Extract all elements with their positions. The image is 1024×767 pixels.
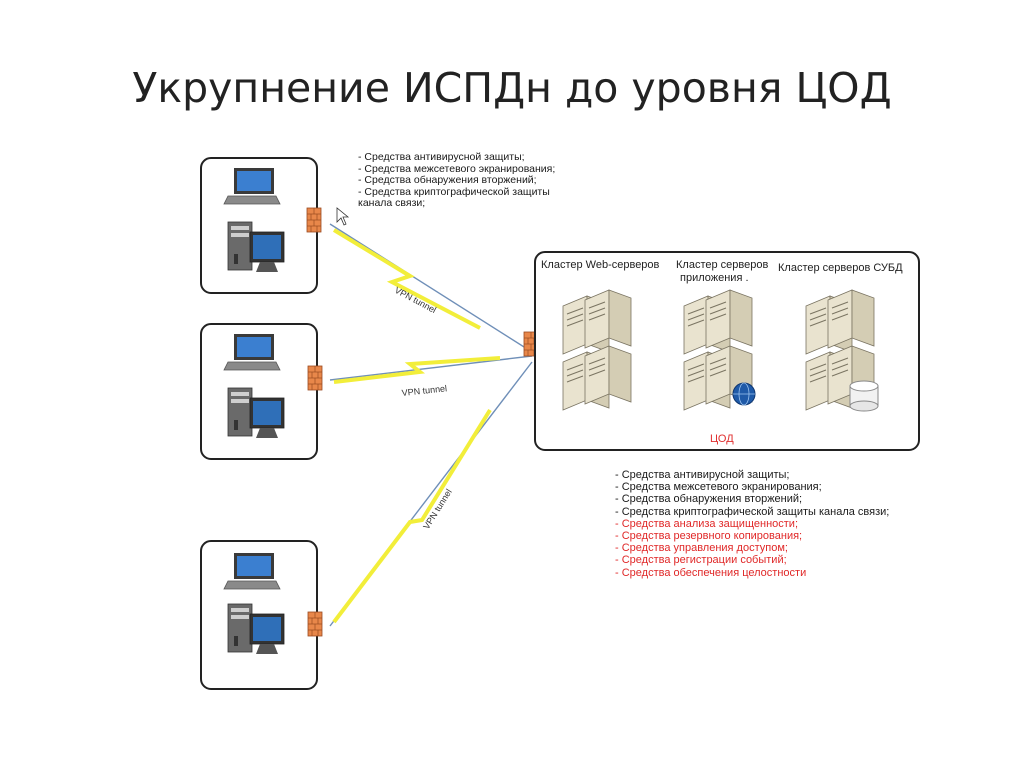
list-item: - Средства управления доступом; [615, 542, 788, 555]
lightning-icon [332, 408, 492, 624]
mouse-cursor-icon [336, 207, 350, 226]
list-item: - Средства обнаружения вторжений; [615, 493, 803, 506]
list-item: - Средства анализа защищенности; [615, 517, 799, 530]
cluster-app-label-line2: приложения . [680, 272, 749, 284]
firewall-icon [307, 365, 323, 391]
datacenter-label: ЦОД [710, 433, 734, 445]
lightning-icon [333, 356, 501, 384]
list-item: - Средства межсетевого экранирования; [615, 481, 822, 494]
list-item: - Средства криптографической защиты [358, 185, 550, 198]
list-item: - Средства обнаружения вторжений; [358, 174, 537, 187]
lightning-icon [332, 228, 481, 330]
cluster-dbms-label: Кластер серверов СУБД [778, 262, 903, 274]
vpn-tunnel-label-1: VPN tunnel [393, 285, 438, 315]
list-item: - Средства криптографической защиты кана… [615, 505, 890, 518]
list-item: - Средства регистрации событий; [615, 554, 787, 567]
cluster-web-label: Кластер Web-серверов [541, 259, 660, 271]
vpn-tunnel-label-2: VPN tunnel [401, 383, 447, 398]
list-item: - Средства антивирусной защиты; [615, 469, 790, 481]
slide-title: Укрупнение ИСПДн до уровня ЦОД [132, 64, 892, 112]
database-icon [849, 380, 879, 412]
firewall-icon [306, 207, 322, 233]
list-item: - Средства обеспечения целостности [615, 566, 807, 579]
top-notes-list: - Средства антивирусной защиты; - Средст… [358, 151, 556, 210]
list-item: - Средства резервного копирования; [615, 530, 803, 543]
cluster-app-label-line1: Кластер серверов [676, 259, 768, 271]
list-item: - Средства межсетевого экранирования; [358, 162, 556, 175]
bottom-notes-list: - Средства антивирусной защиты; - Средст… [615, 469, 889, 579]
firewall-icon [307, 611, 323, 637]
list-item: - Средства антивирусной защиты; [358, 151, 525, 163]
list-item: канала связи; [358, 197, 426, 210]
